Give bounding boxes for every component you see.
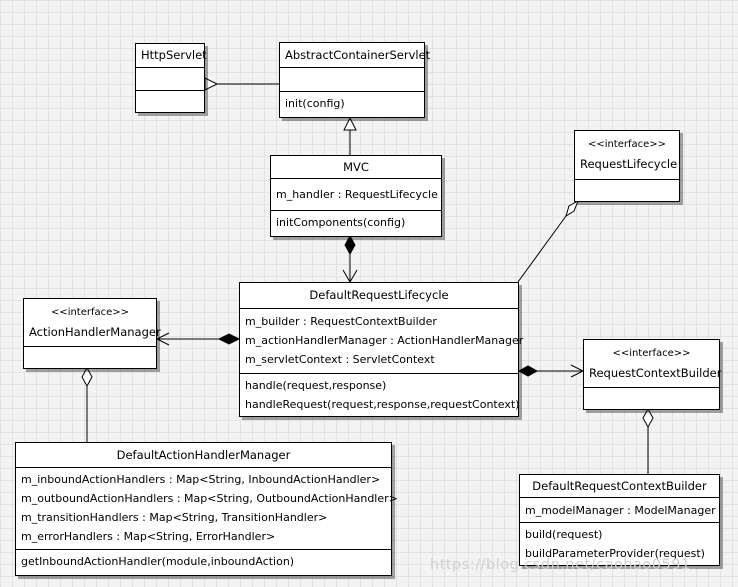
attribute: m_transitionHandlers : Map<String, Trans…: [21, 511, 328, 524]
attributes-compartment: [136, 67, 204, 90]
stereotype-label: <<interface>>: [587, 139, 667, 150]
class-httpservlet[interactable]: HttpServlet: [135, 43, 207, 113]
operation: getInboundActionHandler(module,inboundAc…: [21, 555, 295, 568]
operation: build(request): [525, 528, 603, 541]
attributes-compartment: [24, 346, 156, 368]
operation: init(config): [285, 97, 345, 110]
attributes-compartment: [280, 67, 424, 91]
watermark-text: https://blog.csdn.net/caohao0591: [430, 557, 691, 573]
class-name: HttpServlet: [141, 48, 207, 62]
attributes-compartment: m_handler : RequestLifecycle: [271, 178, 441, 210]
attribute: m_handler : RequestLifecycle: [276, 188, 438, 201]
class-name-compartment: <<interface>> RequestLifecycle: [575, 131, 679, 179]
class-name: DefaultRequestContextBuilder: [532, 478, 707, 493]
class-name: ActionHandlerManager: [29, 324, 161, 339]
class-name-compartment: HttpServlet: [136, 44, 207, 67]
class-name-compartment: MVC: [271, 156, 441, 178]
attributes-compartment: m_modelManager : ModelManager: [520, 497, 719, 522]
operation: handleRequest(request,response,requestCo…: [245, 398, 520, 411]
edge-generalization-mvc-acs: [343, 116, 357, 155]
class-defaultrequestcontextbuilder[interactable]: DefaultRequestContextBuilder m_modelMana…: [519, 474, 720, 566]
edge-generalization-acs-httpservlet: [204, 77, 279, 91]
edge-aggregation-rcb-drcb: [642, 407, 654, 474]
attribute: m_modelManager : ModelManager: [525, 504, 716, 517]
class-abstractcontainerservlet[interactable]: AbstractContainerServlet init(config): [279, 42, 431, 118]
attribute: m_inboundActionHandlers : Map<String, In…: [21, 473, 381, 486]
class-defaultrequestlifecycle[interactable]: DefaultRequestLifecycle m_builder : Requ…: [239, 282, 524, 417]
attributes-compartment: [575, 179, 679, 201]
class-name: RequestLifecycle: [580, 157, 678, 171]
class-name: MVC: [343, 159, 369, 174]
attributes-compartment: [584, 387, 719, 409]
attribute: m_builder : RequestContextBuilder: [245, 314, 437, 328]
operations-compartment: handle(request,response) handleRequest(r…: [240, 373, 520, 416]
attribute: m_actionHandlerManager : ActionHandlerMa…: [245, 333, 524, 347]
edge-aggregation-ahm-dahm: [81, 366, 93, 442]
attribute: m_errorHandlers : Map<String, ErrorHandl…: [21, 530, 276, 543]
attributes-compartment: m_inboundActionHandlers : Map<String, In…: [16, 467, 398, 549]
stereotype-label: <<interface>>: [612, 347, 691, 359]
class-name: DefaultActionHandlerManager: [116, 447, 291, 462]
class-name: AbstractContainerServlet: [285, 47, 431, 62]
class-mvc[interactable]: MVC m_handler : RequestLifecycle initCom…: [270, 155, 442, 237]
class-name-compartment: DefaultRequestContextBuilder: [520, 475, 719, 497]
class-name-compartment: <<interface>> ActionHandlerManager: [24, 299, 161, 346]
class-name-compartment: AbstractContainerServlet: [280, 43, 431, 67]
class-name-compartment: <<interface>> RequestContextBuilder: [584, 340, 722, 387]
operation: handle(request,response): [245, 379, 387, 392]
operations-compartment: getInboundActionHandler(module,inboundAc…: [16, 549, 391, 575]
class-name-compartment: DefaultRequestLifecycle: [240, 283, 518, 308]
attribute: m_servletContext : ServletContext: [245, 352, 435, 366]
interface-requestlifecycle[interactable]: <<interface>> RequestLifecycle: [574, 130, 680, 202]
attribute: m_outboundActionHandlers : Map<String, O…: [21, 492, 398, 505]
edge-composition-drl-rcb: [517, 364, 585, 378]
interface-actionhandlermanager[interactable]: <<interface>> ActionHandlerManager: [23, 298, 161, 369]
class-name: RequestContextBuilder: [589, 365, 722, 380]
interface-requestcontextbuilder[interactable]: <<interface>> RequestContextBuilder: [583, 339, 722, 410]
operations-compartment: init(config): [280, 91, 424, 117]
edge-composition-mvc-drl: [342, 234, 358, 283]
stereotype-label: <<interface>>: [50, 306, 130, 318]
class-defaultactionhandlermanager[interactable]: DefaultActionHandlerManager m_inboundAct…: [15, 442, 398, 576]
operation: initComponents(config): [276, 216, 406, 229]
operations-compartment: build(request) buildParameterProvider(re…: [520, 522, 719, 565]
edge-composition-drl-ahm: [155, 332, 241, 346]
attributes-compartment: m_builder : RequestContextBuilder m_acti…: [240, 307, 524, 373]
operation: buildParameterProvider(request): [525, 547, 705, 560]
class-name: DefaultRequestLifecycle: [309, 287, 449, 302]
operations-compartment: initComponents(config): [271, 210, 441, 236]
class-name-compartment: DefaultActionHandlerManager: [16, 443, 391, 467]
edge-aggregation-rl-drl: [517, 199, 579, 283]
operations-compartment: [136, 90, 204, 112]
